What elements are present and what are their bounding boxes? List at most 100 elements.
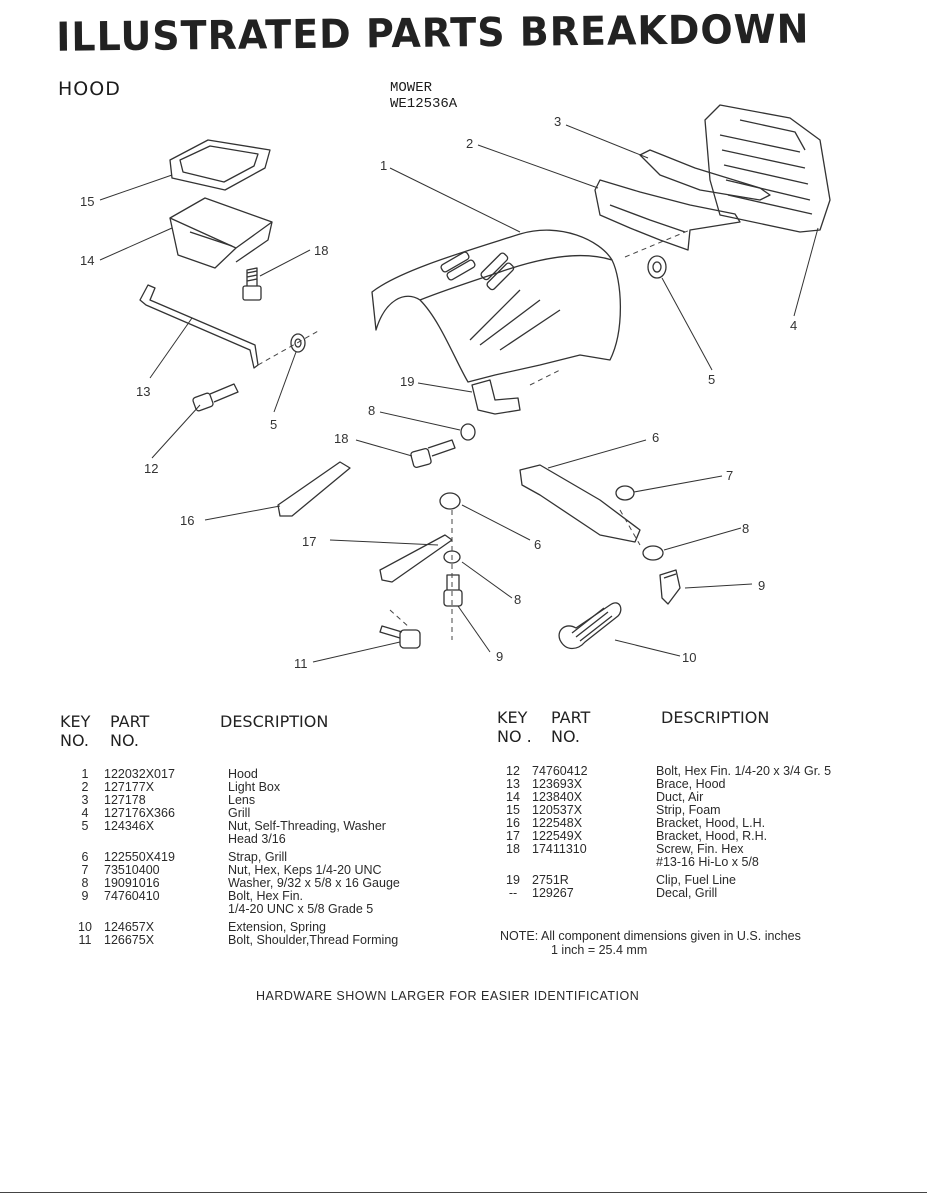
description: Nut, Hex, Keps 1/4-20 UNC xyxy=(228,863,382,877)
description: Light Box xyxy=(228,780,281,794)
table-row: 6 122550X419 Strap, Grill xyxy=(66,851,400,864)
key-no: 1 xyxy=(81,767,89,781)
header-description: DESCRIPTION xyxy=(220,712,329,731)
key-no: 6 xyxy=(81,850,89,864)
left-table-header: KEY NO. PART NO. DESCRIPTION xyxy=(60,712,328,750)
model-label: MOWER WE12536A xyxy=(390,80,457,112)
description-continued: 1/4-20 UNC x 5/8 Grade 5 xyxy=(228,902,374,916)
key-no: 18 xyxy=(506,842,520,856)
header-part-label: PART xyxy=(110,712,150,731)
key-no: -- xyxy=(508,886,518,900)
part-no: 127177X xyxy=(104,780,155,794)
key-no: 15 xyxy=(506,803,520,817)
description: Screw, Fin. Hex xyxy=(656,842,744,856)
table-row: -- 129267 Decal, Grill xyxy=(494,887,831,900)
callout-5: 5 xyxy=(270,417,277,432)
bracket-lh-drawing xyxy=(277,461,351,517)
part-no: 73510400 xyxy=(104,863,160,877)
key-no: 7 xyxy=(81,863,89,877)
foam-strip-drawing xyxy=(169,139,271,191)
part-no: 126675X xyxy=(104,933,155,947)
description: Clip, Fuel Line xyxy=(656,873,736,887)
lens-drawing xyxy=(639,149,771,201)
model-number: WE12536A xyxy=(390,96,458,112)
description: Bolt, Shoulder,Thread Forming xyxy=(228,933,399,947)
description: Extension, Spring xyxy=(228,920,326,934)
description: Nut, Self-Threading, Washer xyxy=(228,819,386,833)
hood-drawing xyxy=(371,229,621,383)
callout-2: 2 xyxy=(466,136,473,151)
part-no: 17411310 xyxy=(532,842,587,856)
key-no: 3 xyxy=(81,793,89,807)
callout-labels: 15 14 18 1 2 3 4 5 13 12 5 19 8 18 6 7 1… xyxy=(80,114,797,671)
callout-18: 18 xyxy=(314,243,328,258)
part-no: 123693X xyxy=(532,777,583,791)
description: Hood xyxy=(228,767,258,781)
header-part-right: PART NO. xyxy=(551,708,661,746)
key-no: 8 xyxy=(81,876,89,890)
part-no: 122032X017 xyxy=(104,767,175,781)
callout-14: 14 xyxy=(80,253,94,268)
part-no: 123840X xyxy=(532,790,583,804)
light-box-drawing xyxy=(594,179,741,251)
bolt-lower-drawing xyxy=(443,574,463,607)
header-key-label-right: KEY xyxy=(497,708,528,727)
callout-6: 6 xyxy=(652,430,659,445)
section-heading: HOOD xyxy=(58,78,121,100)
part-no: 129267 xyxy=(532,886,574,900)
part-no: 120537X xyxy=(532,803,583,817)
description: Decal, Grill xyxy=(656,886,718,900)
key-no: 4 xyxy=(81,806,89,820)
callout-4: 4 xyxy=(790,318,797,333)
nut-right-drawing xyxy=(647,255,667,279)
callout-16: 16 xyxy=(180,513,194,528)
key-no: 13 xyxy=(506,777,520,791)
description: Strap, Grill xyxy=(228,850,288,864)
callout-12: 12 xyxy=(144,461,158,476)
shoulder-bolt-drawing xyxy=(379,625,421,649)
header-key-right: KEY NO . xyxy=(497,708,551,746)
nut-7-drawing xyxy=(615,485,635,501)
header-description-right: DESCRIPTION xyxy=(661,708,770,727)
table-row: 1 122032X017 Hood xyxy=(66,768,400,781)
part-no: 124657X xyxy=(104,920,155,934)
part-no: 122550X419 xyxy=(104,850,175,864)
callout-5: 5 xyxy=(708,372,715,387)
callout-1: 1 xyxy=(380,158,387,173)
key-no: 17 xyxy=(506,829,520,843)
description: Bolt, Hex Fin. xyxy=(228,889,304,903)
table-row: 8 19091016 Washer, 9/32 x 5/8 x 16 Gauge xyxy=(66,877,400,890)
table-row: 10 124657X Extension, Spring xyxy=(66,921,400,934)
key-no: 5 xyxy=(81,819,89,833)
callout-8: 8 xyxy=(514,592,521,607)
page-bottom-rule xyxy=(0,1192,927,1194)
callout-3: 3 xyxy=(554,114,561,129)
header-part: PART NO. xyxy=(110,712,220,750)
header-part-label-right: PART xyxy=(551,708,591,727)
key-no: 12 xyxy=(506,764,520,778)
description-continued: Head 3/16 xyxy=(228,832,286,846)
header-part-no-right: NO. xyxy=(551,727,580,746)
nut-center-drawing xyxy=(439,492,461,510)
callout-18: 18 xyxy=(334,431,348,446)
callout-17: 17 xyxy=(302,534,316,549)
callout-8: 8 xyxy=(742,521,749,536)
key-no: 9 xyxy=(81,889,89,903)
key-no: 10 xyxy=(78,920,92,934)
callout-9: 9 xyxy=(496,649,503,664)
callout-15: 15 xyxy=(80,194,94,209)
description: Washer, 9/32 x 5/8 x 16 Gauge xyxy=(228,876,400,890)
air-duct-drawing xyxy=(169,197,273,269)
right-table-header: KEY NO . PART NO. DESCRIPTION xyxy=(497,708,769,746)
part-no: 127178 xyxy=(104,793,146,807)
table-row: 18 17411310 Screw, Fin. Hex xyxy=(494,843,831,856)
header-key-label: KEY xyxy=(60,712,91,731)
nut-drawing xyxy=(290,333,306,353)
part-no: 19091016 xyxy=(104,876,160,890)
